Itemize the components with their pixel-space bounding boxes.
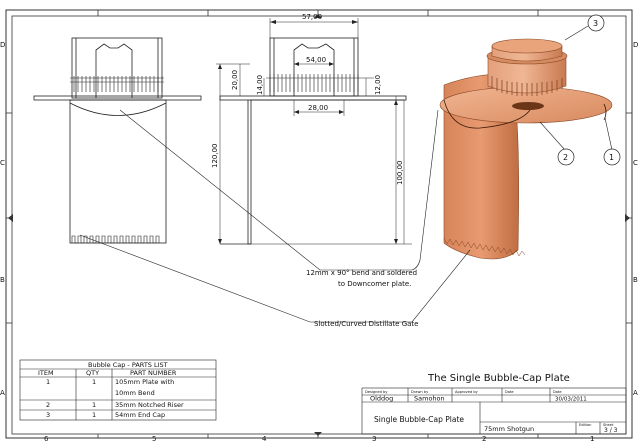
parts-col-qty: QTY: [86, 369, 99, 377]
front-view-plate: [219, 95, 407, 101]
center-arrows: [8, 14, 630, 436]
zone-row-a-left: A: [0, 389, 5, 397]
zone-col-6: 6: [44, 435, 49, 441]
part-title: Single Bubble-Cap Plate: [374, 415, 464, 424]
side-view: [33, 37, 202, 244]
iso-view: [439, 38, 613, 260]
leaders: [79, 25, 613, 323]
title-block: [361, 387, 627, 435]
parts-col-item: ITEM: [38, 369, 54, 377]
side-view-curve: [69, 102, 167, 116]
designed-by-label: Designed by: [365, 390, 388, 394]
outer-border: [5, 9, 633, 439]
balloons: 3 2 1: [557, 14, 621, 166]
parts-row-2-part: 35mm Notched Riser: [115, 401, 184, 409]
dimension-texts: 57,00 54,00 28,00 20,00 14,00 12,00 120,…: [211, 13, 404, 185]
parts-row-1-part-b: 10mm Bend: [115, 389, 155, 397]
parts-row-1-part-a: 105mm Plate with: [115, 378, 174, 386]
gate-note: Slotted/Curved Distillate Gate: [314, 320, 418, 328]
approved-by-label: Approved by: [455, 390, 479, 394]
parts-list-text: Bubble Cap - PARTS LIST ITEM QTY PART NU…: [38, 361, 184, 419]
parts-row-3-item: 3: [46, 411, 50, 419]
dim-20: 20,00: [231, 70, 239, 90]
designed-by-value: Olddog: [370, 395, 393, 403]
dim-12: 12,00: [374, 75, 382, 95]
zone-row-c-left: C: [0, 159, 5, 167]
parts-list: [19, 359, 217, 421]
zone-row-d-left: D: [0, 41, 5, 49]
balloon-1: [603, 148, 621, 166]
balloon-3-label: 3: [593, 19, 598, 28]
annotation-texts: 12mm x 90° bend and soldered to Downcome…: [306, 269, 418, 328]
dimension-lines: [216, 18, 397, 244]
date-label-1: Date: [505, 390, 514, 394]
parts-row-1-qty: 1: [92, 378, 96, 386]
balloon-1-label: 1: [609, 153, 614, 162]
drawn-by-value: Samohon: [414, 395, 445, 403]
iso-riser-teeth: [491, 76, 563, 96]
dim-14: 14,00: [256, 75, 264, 95]
front-view-bend: [247, 100, 252, 245]
date-label-2: Date: [553, 390, 562, 394]
front-view-teeth: [266, 74, 362, 92]
sheet-label: Sheet: [603, 423, 614, 427]
parts-row-2-qty: 1: [92, 401, 96, 409]
iso-plate-curve: [443, 99, 531, 129]
dim-100: 100,00: [396, 161, 404, 186]
balloon-2-label: 2: [563, 153, 568, 162]
edition-label: Edition: [579, 423, 591, 427]
zone-row-b-right: B: [633, 276, 638, 284]
parts-row-3-part: 54mm End Cap: [115, 411, 165, 419]
iso-plate-hole: [512, 102, 544, 110]
parts-row-2-item: 2: [46, 401, 50, 409]
bend-note-line-1: 12mm x 90° bend and soldered: [306, 269, 417, 277]
zone-row-a-right: A: [633, 389, 638, 397]
parts-list-title: Bubble Cap - PARTS LIST: [88, 361, 168, 369]
sheet-value: 3 / 3: [604, 427, 618, 434]
date-value: 30/03/2011: [555, 397, 587, 403]
dim-54: 54,00: [306, 56, 326, 64]
dim-120: 120,00: [211, 144, 219, 169]
title-block-text: The Single Bubble-Cap Plate Designed by …: [365, 373, 618, 434]
parts-row-3-qty: 1: [92, 411, 96, 419]
dimension-arrows: [218, 20, 398, 244]
dim-57: 57,00: [302, 13, 322, 21]
zone-col-1: 1: [590, 435, 594, 441]
zone-col-4: 4: [262, 435, 267, 441]
zone-col-5: 5: [152, 435, 156, 441]
zone-row-d-right: D: [633, 41, 638, 49]
zone-col-3: 3: [372, 435, 376, 441]
subtitle: 75mm Shotgun: [484, 425, 534, 433]
side-view-downcomer: [69, 99, 167, 244]
zone-row-c-right: C: [633, 159, 638, 167]
balloon-2: [557, 148, 575, 166]
balloon-3: [587, 14, 605, 32]
bend-note-line-2: to Downcomer plate.: [338, 280, 411, 288]
side-view-teeth: [70, 76, 164, 92]
side-view-cap: [71, 37, 163, 99]
zone-labels: 6 5 4 3 2 1 D C B A D C B A: [0, 41, 638, 441]
zone-row-b-left: B: [0, 276, 5, 284]
parts-row-1-item: 1: [46, 378, 50, 386]
iso-end-cap-top: [491, 38, 563, 54]
dim-28: 28,00: [308, 104, 328, 112]
drawn-by-label: Drawn by: [411, 390, 429, 394]
zone-col-2: 2: [482, 435, 486, 441]
main-title: The Single Bubble-Cap Plate: [427, 373, 570, 384]
parts-col-part: PART NUMBER: [130, 369, 177, 377]
